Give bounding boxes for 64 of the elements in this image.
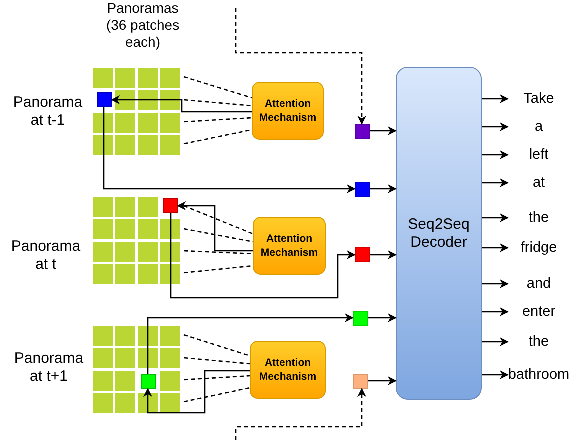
dashed-line <box>184 357 250 365</box>
arrow <box>482 338 509 346</box>
dashed-line <box>184 334 250 357</box>
dashed-line <box>184 129 252 145</box>
output-word: the <box>508 209 570 227</box>
arrow <box>482 244 509 252</box>
panorama-label: Panorama at t-1 <box>12 94 84 130</box>
arrow <box>144 370 250 414</box>
panorama-label: Panorama at t <box>10 238 82 274</box>
dashed-line <box>184 76 252 99</box>
arrow <box>370 250 397 260</box>
feature-square <box>355 124 370 139</box>
arrow <box>177 202 253 252</box>
dashed-line <box>184 250 254 255</box>
output-word: and <box>508 275 570 293</box>
output-word: bathroom <box>508 366 570 384</box>
arrow <box>482 370 509 380</box>
arrow <box>370 126 397 136</box>
output-word: Take <box>508 90 570 108</box>
dashed-line <box>184 205 254 235</box>
attention-box <box>252 82 324 140</box>
arrow <box>482 280 509 288</box>
feature-square <box>353 374 368 389</box>
decoder-box <box>396 67 482 400</box>
dashed-line <box>184 387 250 403</box>
arrow <box>482 178 509 188</box>
arrow <box>170 213 356 299</box>
attention-box <box>253 217 326 275</box>
dashed-arrow <box>235 388 366 440</box>
attention-box <box>250 341 326 399</box>
arrow <box>482 150 509 160</box>
arrow <box>111 96 252 113</box>
selected-patch <box>141 374 156 389</box>
arrow <box>482 214 509 222</box>
arrow <box>482 94 509 104</box>
feature-square <box>355 182 370 197</box>
arrow <box>370 184 397 194</box>
arrow <box>368 314 397 322</box>
output-word: left <box>508 146 570 164</box>
dashed-line <box>184 99 252 107</box>
feature-square <box>355 247 370 262</box>
box-label: Seq2Seq Decoder <box>407 216 471 252</box>
box-label: Attention Mechanism <box>258 96 318 126</box>
arrow <box>482 308 509 316</box>
output-word: a <box>508 118 570 136</box>
arrow <box>368 376 397 386</box>
dashed-line <box>184 265 254 274</box>
box-label: Attention Mechanism <box>260 232 320 260</box>
dashed-arrow <box>235 8 366 125</box>
output-word: enter <box>508 303 570 321</box>
dashed-line <box>184 375 250 381</box>
box-label: Attention Mechanism <box>258 356 318 384</box>
output-word: fridge <box>508 239 570 257</box>
heading-label: Panoramas (36 patches each) <box>105 0 181 50</box>
dashed-line <box>184 117 252 123</box>
arrow <box>103 107 356 194</box>
output-word: at <box>508 174 570 192</box>
selected-patch <box>163 198 178 213</box>
selected-patch <box>97 92 112 107</box>
feature-square <box>353 311 368 326</box>
output-word: the <box>508 333 570 351</box>
panorama-label: Panorama at t+1 <box>13 350 85 386</box>
arrow <box>482 122 509 132</box>
arrow <box>147 314 354 374</box>
